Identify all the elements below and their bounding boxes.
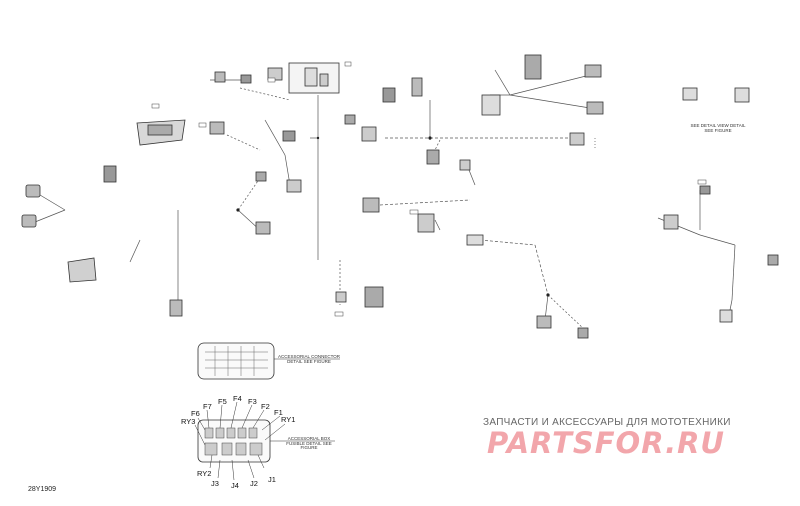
fuse-label-ry1: RY1 bbox=[281, 415, 296, 424]
fuse-label-f4: F4 bbox=[233, 394, 242, 403]
connector bbox=[699, 185, 711, 195]
connector bbox=[382, 87, 396, 103]
fuse-box-detail-note: ACCESSORIAL BOX FUSIBLE DETAIL SEE FIGUR… bbox=[286, 436, 332, 450]
fuse-label-j2: J2 bbox=[250, 479, 258, 488]
fuse-label-f1: F1 bbox=[274, 408, 283, 417]
connector bbox=[67, 257, 97, 283]
connector bbox=[282, 130, 296, 142]
connector bbox=[767, 254, 779, 266]
connector bbox=[584, 64, 602, 78]
detail-connector bbox=[682, 87, 698, 101]
connector bbox=[255, 171, 267, 182]
fuse-label-ry2: RY2 bbox=[197, 469, 212, 478]
connector bbox=[459, 159, 471, 171]
connector bbox=[240, 74, 252, 84]
diagram-code: 28Y1909 bbox=[28, 486, 57, 493]
connector bbox=[417, 213, 435, 233]
connector bbox=[524, 54, 542, 80]
connector bbox=[536, 315, 552, 329]
watermark-logo: PARTSFOR.RU bbox=[487, 426, 725, 460]
connector bbox=[481, 94, 501, 116]
connector-detail-note: ACCESSORIAL CONNECTOR DETAIL SEE FIGURE bbox=[278, 354, 341, 364]
connector bbox=[286, 179, 302, 193]
connector bbox=[361, 126, 377, 142]
fuse-label-j4: J4 bbox=[231, 481, 239, 490]
connector bbox=[103, 165, 117, 183]
connector bbox=[344, 114, 356, 125]
fuse-label-f5: F5 bbox=[218, 397, 227, 406]
connector bbox=[569, 132, 585, 146]
accessory-connector-detail bbox=[197, 342, 275, 380]
connector bbox=[21, 214, 37, 228]
connector bbox=[466, 234, 484, 246]
fuse-label-ry3: RY3 bbox=[181, 417, 196, 426]
fuse-label-j3: J3 bbox=[211, 479, 219, 488]
connector bbox=[335, 291, 347, 303]
fuse-label-f7: F7 bbox=[203, 402, 212, 411]
connector bbox=[577, 327, 589, 339]
fuse-label-f2: F2 bbox=[261, 402, 270, 411]
connector bbox=[169, 299, 183, 317]
connector bbox=[209, 121, 225, 135]
connector bbox=[663, 214, 679, 230]
connector bbox=[364, 286, 384, 308]
connector bbox=[719, 309, 733, 323]
detail-view-note: SEE DETAIL VIEW DETAIL SEE FIGURE bbox=[690, 123, 746, 133]
connector bbox=[411, 77, 423, 97]
fuse-label-f3: F3 bbox=[248, 397, 257, 406]
detail-connector bbox=[734, 87, 750, 103]
fuse-label-f6: F6 bbox=[191, 409, 200, 418]
connector bbox=[426, 149, 440, 165]
connector bbox=[25, 184, 41, 198]
watermark-tagline: ЗАПЧАСТИ И АКСЕССУАРЫ ДЛЯ МОТОТЕХНИКИ bbox=[483, 417, 731, 428]
fuse-label-j1: J1 bbox=[268, 475, 276, 484]
connector bbox=[362, 197, 380, 213]
connector bbox=[255, 221, 271, 235]
connector bbox=[214, 71, 226, 83]
connector bbox=[586, 101, 604, 115]
